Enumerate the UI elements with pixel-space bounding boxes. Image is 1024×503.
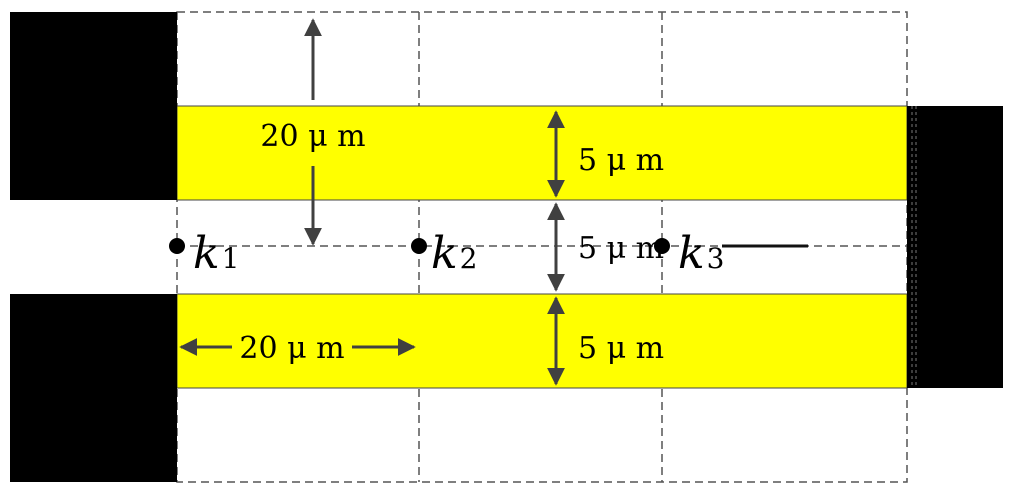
- node-k3-dot: [654, 238, 670, 254]
- node-k1-dot: [169, 238, 185, 254]
- top-strip: [176, 105, 908, 201]
- dimension-arrows: [179, 18, 808, 386]
- label-dim-gap: 5 μ m: [578, 231, 664, 266]
- node-k2-label: k2: [431, 228, 478, 279]
- left-bottom-electrode: [10, 294, 177, 482]
- node-k2-dot: [411, 238, 427, 254]
- right-electrode-marks: [911, 106, 917, 388]
- label-dim-strip-bottom: 5 μ m: [578, 331, 664, 366]
- node-k1-label: k1: [193, 228, 240, 279]
- left-top-electrode: [10, 12, 177, 200]
- right-electrode: [907, 106, 1003, 388]
- label-dim-top-vertical: 20 μ m: [260, 119, 365, 154]
- node-k3-label: k3: [678, 228, 725, 279]
- label-dim-strip-top: 5 μ m: [578, 143, 664, 178]
- label-dim-horizontal: 20 μ m: [239, 331, 344, 366]
- bottom-strip: [176, 293, 908, 389]
